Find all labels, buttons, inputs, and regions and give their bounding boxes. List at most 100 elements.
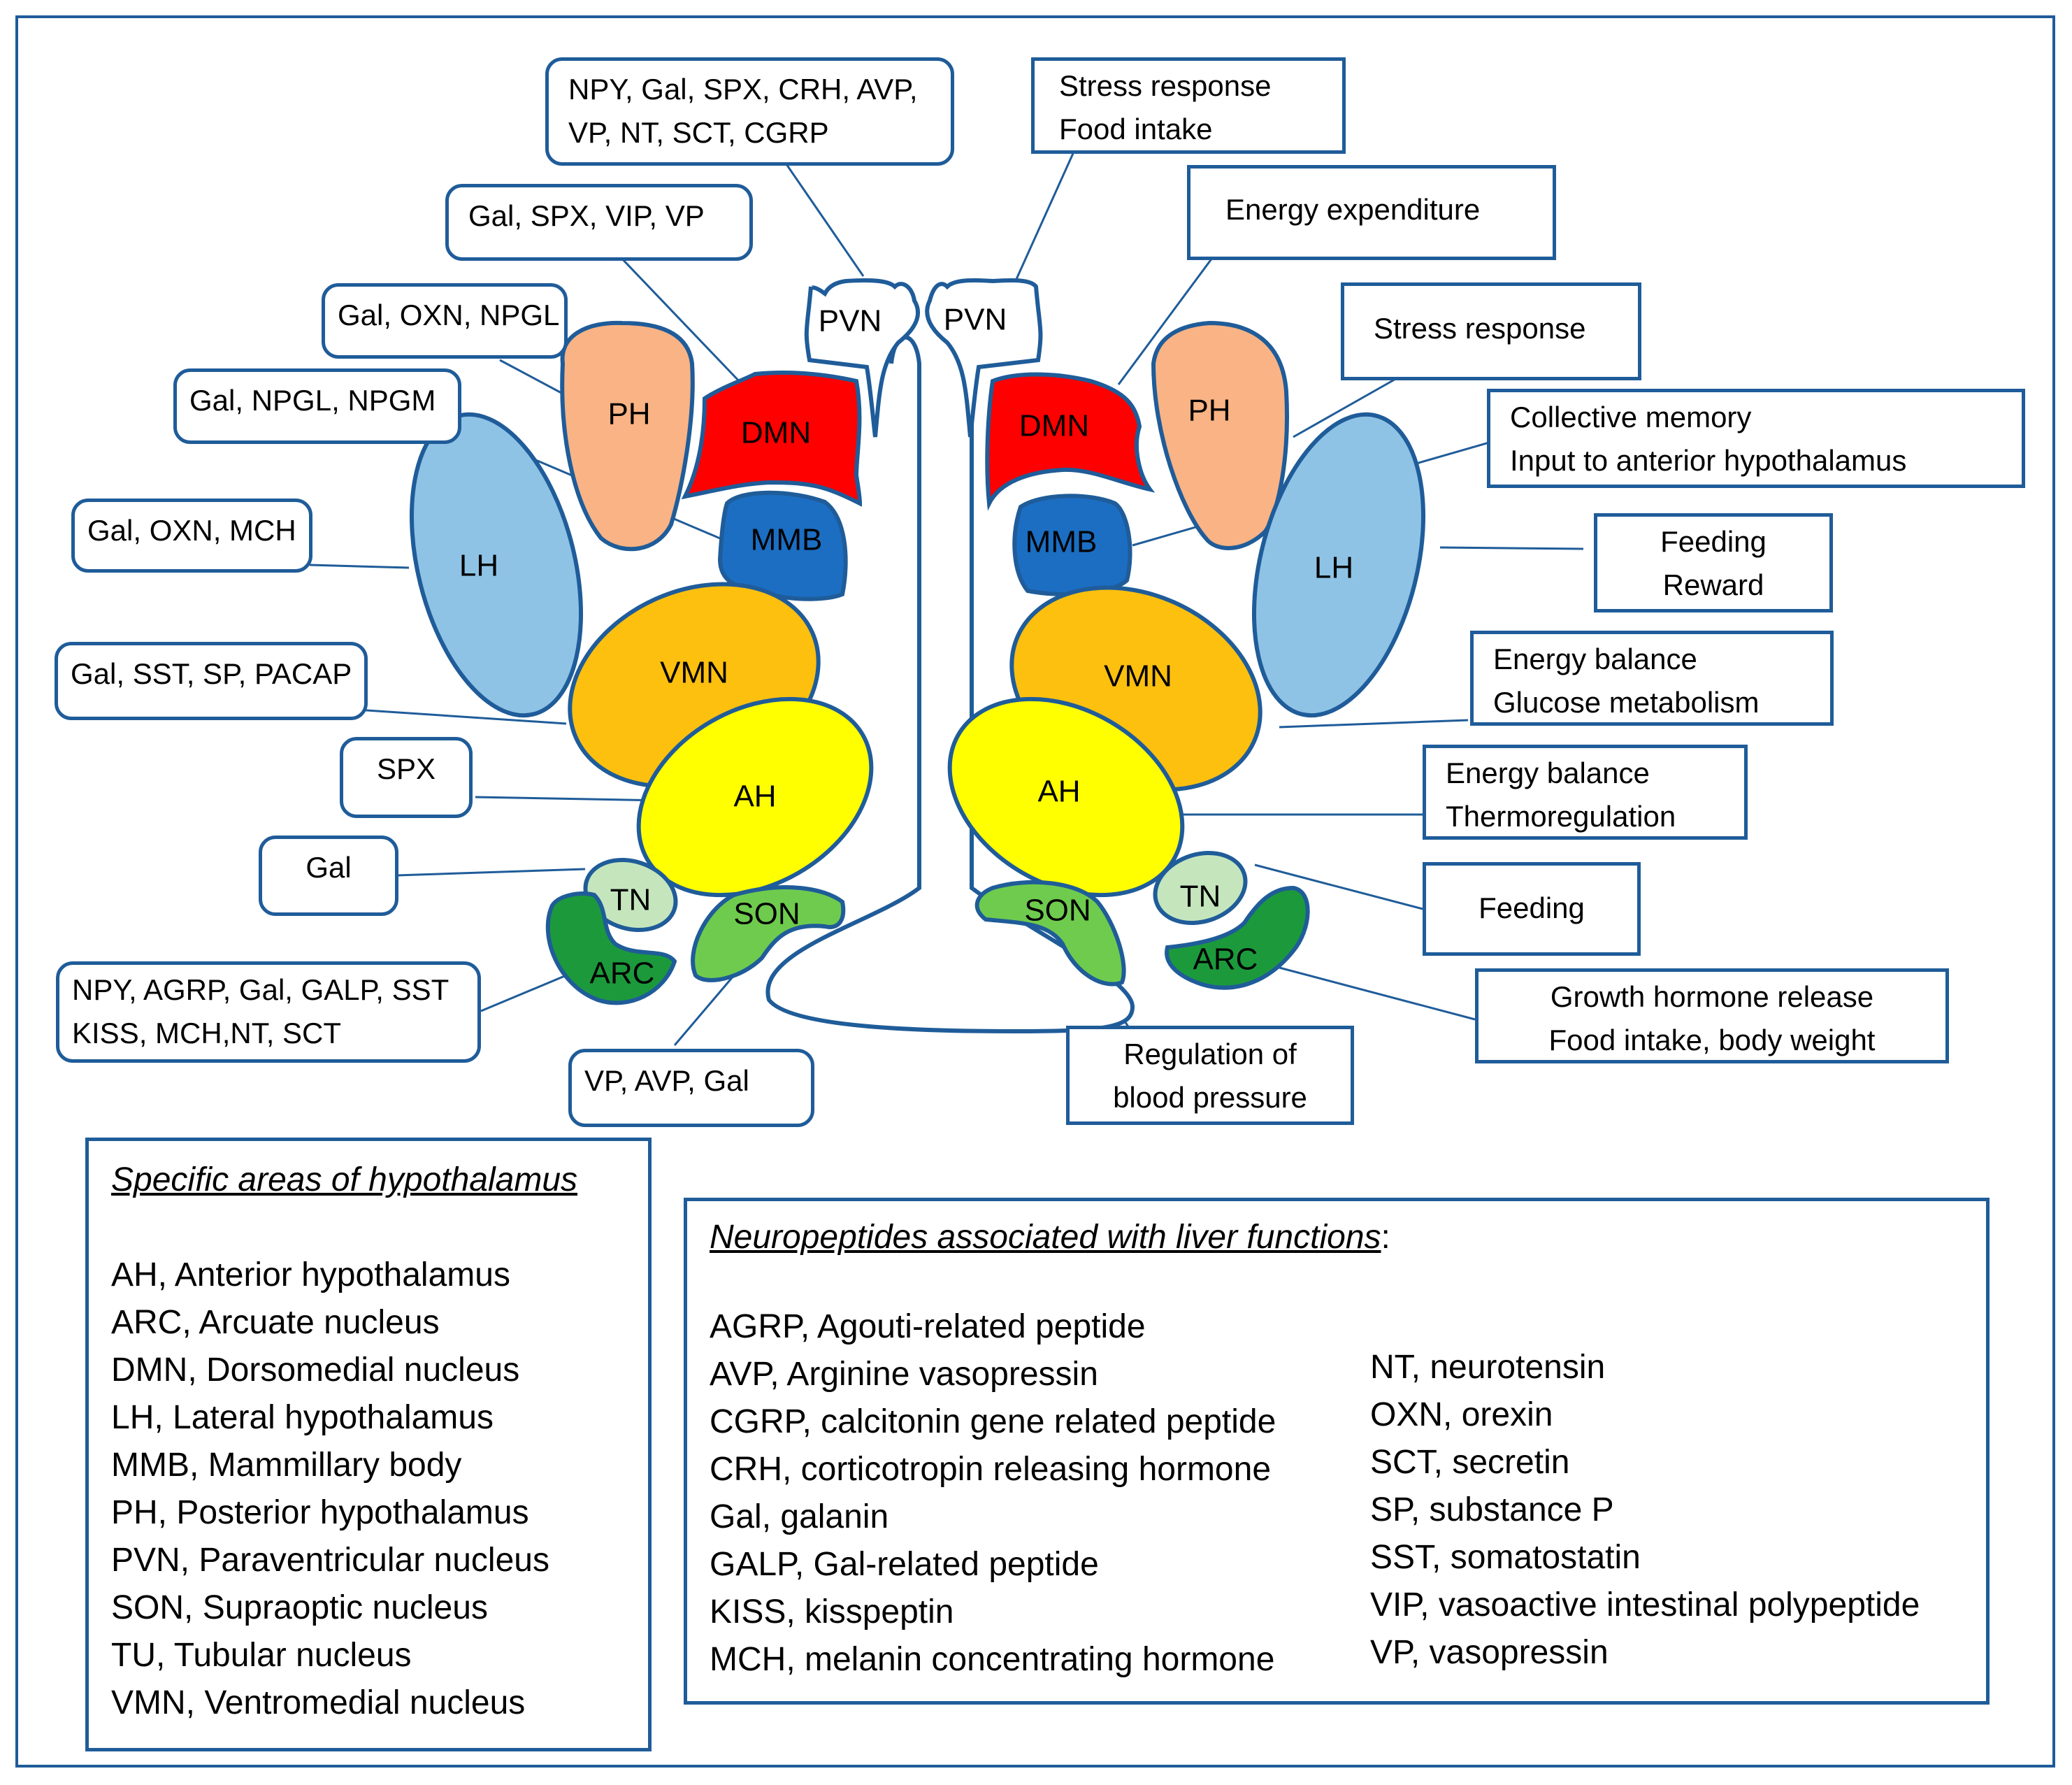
- son-right-region: [974, 880, 1126, 987]
- ah-right-label: AH: [1037, 775, 1080, 809]
- legend-item: TU, Tubular nucleus: [111, 1637, 412, 1674]
- box-line: Gal, SST, SP, PACAP: [71, 657, 352, 690]
- legend-item: MMB, Mammillary body: [111, 1447, 462, 1484]
- neuropeptide-box-tn: Gal: [259, 836, 398, 916]
- box-line: Collective memory: [1510, 401, 1752, 433]
- legend-item: PVN, Paraventricular nucleus: [111, 1542, 549, 1579]
- ph-left-label: PH: [607, 397, 650, 431]
- tn-left-label: TN: [610, 883, 652, 917]
- box-line: Regulation of: [1123, 1038, 1297, 1070]
- box-line: blood pressure: [1113, 1081, 1307, 1114]
- box-line: Feeding: [1660, 525, 1767, 558]
- box-line: Gal, SPX, VIP, VP: [468, 199, 705, 232]
- connector-pvn-left: [785, 164, 865, 277]
- connector-lh-right: [1439, 546, 1584, 550]
- function-box-ph: Stress response: [1341, 282, 1641, 380]
- box-line: Input to anterior hypothalamus: [1510, 444, 1907, 477]
- function-box-mmb: Collective memory Input to anterior hypo…: [1487, 389, 2025, 488]
- box-line: Gal, OXN, MCH: [87, 514, 296, 547]
- lh-right-label: LH: [1314, 551, 1353, 585]
- pvn-left-region: [804, 278, 920, 438]
- neuropeptide-box-mmb: Gal, NPGL, NPGM: [173, 368, 461, 444]
- box-line: SPX: [376, 752, 436, 785]
- connector-pvn-right: [1012, 150, 1076, 286]
- arc-left-region: [545, 891, 677, 1005]
- pvn-right-region: [925, 278, 1043, 438]
- connector-dmn-right: [1117, 255, 1216, 385]
- vmn-right-label: VMN: [1104, 659, 1172, 694]
- connector-ph-left: [499, 359, 563, 395]
- legend-item: PH, Posterior hypothalamus: [111, 1494, 529, 1531]
- neuropeptide-box-ph: Gal, OXN, NPGL: [322, 283, 568, 359]
- ph-right-label: PH: [1188, 394, 1230, 428]
- legend-item: MCH, melanin concentrating hormone: [710, 1641, 1275, 1678]
- function-box-vmn: Energy balance Glucose metabolism: [1470, 631, 1834, 726]
- ph-right-region: [1151, 320, 1289, 550]
- box-line: Food intake, body weight: [1548, 1024, 1876, 1056]
- connector-ah-left: [475, 796, 665, 802]
- neuropeptide-box-pvn: NPY, Gal, SPX, CRH, AVP, VP, NT, SCT, CG…: [545, 57, 954, 166]
- ph-left-region: [560, 320, 695, 552]
- connector-arc-right: [1268, 963, 1476, 1021]
- box-line: NPY, AGRP, Gal, GALP, SST: [72, 973, 449, 1006]
- function-box-arc: Growth hormone release Food intake, body…: [1475, 968, 1949, 1063]
- neuropeptides-columns: AGRP, Agouti-related peptide AVP, Argini…: [710, 1303, 1964, 1684]
- box-line: Feeding: [1479, 891, 1585, 924]
- dmn-right-label: DMN: [1019, 409, 1089, 443]
- ah-left-region: [636, 696, 874, 898]
- tn-right-region: [1153, 851, 1248, 925]
- legend-item: NT, neurotensin: [1370, 1349, 1606, 1386]
- legend-item: SST, somatostatin: [1370, 1539, 1641, 1576]
- box-line: Reward: [1662, 568, 1764, 601]
- son-left-label: SON: [733, 897, 800, 931]
- connector-tn-right: [1254, 863, 1423, 910]
- legend-item: SCT, secretin: [1370, 1444, 1570, 1481]
- pvn-left-label: PVN: [819, 304, 882, 338]
- box-line: Stress response: [1374, 312, 1586, 345]
- neuropeptides-legend: Neuropeptides associated with liver func…: [684, 1198, 1990, 1705]
- neuropeptides-left-column: AGRP, Agouti-related peptide AVP, Argini…: [710, 1303, 1370, 1684]
- box-line: Gal: [305, 851, 352, 884]
- legend-item: VMN, Ventromedial nucleus: [111, 1684, 526, 1721]
- mmb-right-label: MMB: [1026, 525, 1098, 559]
- arc-right-label: ARC: [1193, 942, 1258, 977]
- tn-right-label: TN: [1180, 880, 1221, 914]
- box-line: Food intake: [1059, 113, 1213, 145]
- mmb-left-region: [717, 490, 848, 601]
- function-box-son: Regulation of blood pressure: [1066, 1026, 1354, 1125]
- neuropeptide-box-dmn: Gal, SPX, VIP, VP: [445, 184, 753, 261]
- connector-lh-left: [309, 564, 410, 569]
- mmb-right-region: [1012, 494, 1132, 596]
- neuropeptide-box-vmn: Gal, SST, SP, PACAP: [55, 642, 368, 720]
- connector-ph-right: [1293, 376, 1399, 438]
- box-line: VP, AVP, Gal: [584, 1064, 749, 1097]
- box-line: Thermoregulation: [1446, 800, 1676, 833]
- legend-item: AH, Anterior hypothalamus: [111, 1256, 510, 1293]
- legend-item: AGRP, Agouti-related peptide: [710, 1308, 1146, 1345]
- areas-legend: Specific areas of hypothalamus AH, Anter…: [85, 1138, 652, 1751]
- areas-legend-title: Specific areas of hypothalamus: [111, 1161, 578, 1198]
- dmn-left-label: DMN: [741, 416, 811, 450]
- connector-dmn-left: [617, 254, 742, 385]
- connector-vmn-left: [356, 708, 567, 725]
- legend-item: DMN, Dorsomedial nucleus: [111, 1352, 520, 1389]
- connector-tn-left: [396, 868, 586, 877]
- pvn-right-label: PVN: [944, 303, 1007, 337]
- connector-son-left: [673, 975, 735, 1046]
- legend-item: ARC, Arcuate nucleus: [111, 1304, 440, 1341]
- title-suffix: :: [1381, 1219, 1390, 1256]
- figure-frame: [15, 15, 2055, 1768]
- neuropeptides-right-column: NT, neurotensin OXN, orexin SCT, secreti…: [1370, 1303, 1920, 1684]
- legend-item: Gal, galanin: [710, 1498, 889, 1535]
- ah-left-label: AH: [733, 780, 776, 814]
- brain-regions: [409, 278, 1426, 1034]
- function-box-ah: Energy balance Thermoregulation: [1423, 745, 1748, 840]
- arc-right-region: [1165, 885, 1310, 990]
- lh-left-label: LH: [459, 549, 498, 583]
- lh-right-region: [1251, 412, 1426, 718]
- neuropeptides-legend-heading: Neuropeptides associated with liver func…: [710, 1214, 1964, 1261]
- son-right-label: SON: [1024, 894, 1091, 928]
- box-line: KISS, MCH,NT, SCT: [72, 1017, 342, 1049]
- connector-arc-left: [480, 974, 567, 1012]
